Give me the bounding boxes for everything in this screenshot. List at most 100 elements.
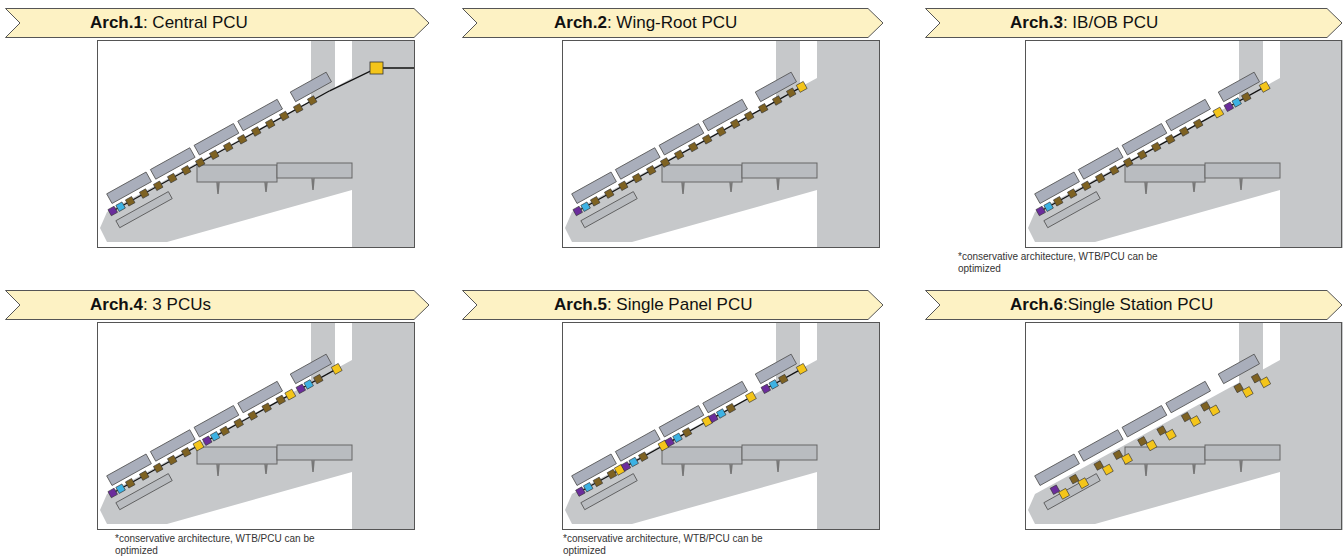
actuator-square (688, 142, 698, 152)
actuator-square (108, 488, 118, 498)
actuator-square (304, 380, 314, 390)
actuator-square (1213, 107, 1224, 118)
actuator-square (285, 389, 296, 400)
arch-banner: Arch.2: Wing-Root PCU (462, 8, 884, 38)
actuator-square (1081, 181, 1091, 191)
panel-6 (1025, 322, 1343, 530)
actuator-square (195, 158, 205, 168)
flap-panel (1078, 430, 1123, 461)
actuator-square (1179, 127, 1189, 137)
actuator-square (139, 189, 149, 199)
actuator-square (234, 418, 244, 428)
actuator-square (1053, 197, 1063, 207)
banner-shape (463, 291, 884, 320)
arch-number: Arch.4 (90, 295, 143, 314)
actuator-square (761, 384, 771, 394)
actuator-square (607, 469, 617, 479)
flap-panel (659, 124, 704, 155)
shaft-line (576, 87, 802, 212)
actuator-square (293, 104, 303, 114)
actuator-square (1036, 206, 1046, 216)
actuator-square (1251, 373, 1261, 383)
arch-title: :Single Station PCU (1063, 295, 1213, 314)
actuator-square (265, 119, 275, 129)
actuator-square (682, 428, 692, 438)
arch-number: Arch.3 (1010, 13, 1063, 32)
actuator-square (153, 463, 163, 473)
flap-panel (1166, 381, 1211, 412)
banner-text: Arch.2: Wing-Root PCU (462, 8, 884, 38)
actuator-square (581, 202, 591, 212)
actuator-square (621, 462, 631, 472)
actuator-square (1181, 412, 1191, 422)
arch-title: : Central PCU (143, 13, 248, 32)
actuator-square (223, 142, 233, 152)
actuator-square (1224, 102, 1234, 112)
actuator-square (618, 181, 628, 191)
shaft-line (712, 397, 751, 419)
flap-panel (290, 354, 331, 383)
actuator-square (716, 127, 726, 137)
actuator-square (1146, 440, 1157, 451)
shaft-line (1039, 113, 1218, 212)
actuator-square (125, 197, 135, 207)
actuator-square (248, 411, 258, 421)
banner-shape (463, 9, 884, 38)
actuator-square (181, 166, 191, 176)
actuator-square (1102, 464, 1113, 475)
arch-number: Arch.5 (554, 295, 607, 314)
flap-panel (703, 381, 748, 412)
flap-panel (659, 406, 704, 437)
arch-banner: Arch.6:Single Station PCU (925, 290, 1343, 320)
actuator-square (220, 426, 230, 436)
arch-number: Arch.1 (90, 13, 143, 32)
actuator-square (1094, 461, 1104, 471)
actuator-square (1123, 158, 1133, 168)
actuator-square (730, 119, 740, 129)
actuator-square (276, 395, 286, 405)
actuator-square (744, 111, 754, 121)
actuator-square (726, 403, 736, 413)
arch-title: : IB/OB PCU (1063, 13, 1158, 32)
arch-number: Arch.6 (1010, 295, 1063, 314)
actuator-square (209, 150, 219, 160)
actuator-square (1259, 81, 1270, 92)
actuator-square (202, 436, 212, 446)
panel-1 (97, 40, 415, 248)
actuator-square (139, 471, 149, 481)
central-pcu (370, 62, 383, 74)
actuator-square (629, 457, 639, 467)
panel-3 (1025, 40, 1343, 248)
actuator-square (779, 374, 789, 384)
actuator-square (1242, 387, 1253, 398)
actuator-square (1151, 142, 1161, 152)
shaft-line (668, 421, 707, 443)
actuator-square (576, 487, 586, 497)
actuator-square (796, 363, 807, 374)
flap-panel (1166, 99, 1211, 130)
arch-banner: Arch.4: 3 PCUs (5, 290, 430, 320)
actuator-square (702, 135, 712, 145)
shaft-line (299, 369, 337, 390)
actuator-square (331, 363, 342, 374)
flap-panel (1122, 124, 1167, 155)
arch-banner: Arch.5: Single Panel PCU (462, 290, 884, 320)
actuator-square (583, 482, 593, 492)
actuator-square (573, 206, 583, 216)
tip-panel (1044, 474, 1100, 510)
actuator-square (1209, 405, 1220, 416)
actuator-square (786, 88, 796, 98)
flap-panel (194, 124, 239, 155)
footnote: *conservative architecture, WTB/PCU can … (563, 533, 768, 557)
flap-panel (1035, 454, 1080, 485)
shaft-line (111, 446, 198, 494)
actuator-square (745, 392, 756, 403)
actuator-square (674, 150, 684, 160)
banner-chevron (5, 290, 430, 320)
arch-title: : 3 PCUs (143, 295, 211, 314)
actuator-square (593, 477, 603, 487)
banner-shape (926, 9, 1343, 38)
flap-panel (1122, 406, 1167, 437)
actuator-square (210, 432, 220, 442)
